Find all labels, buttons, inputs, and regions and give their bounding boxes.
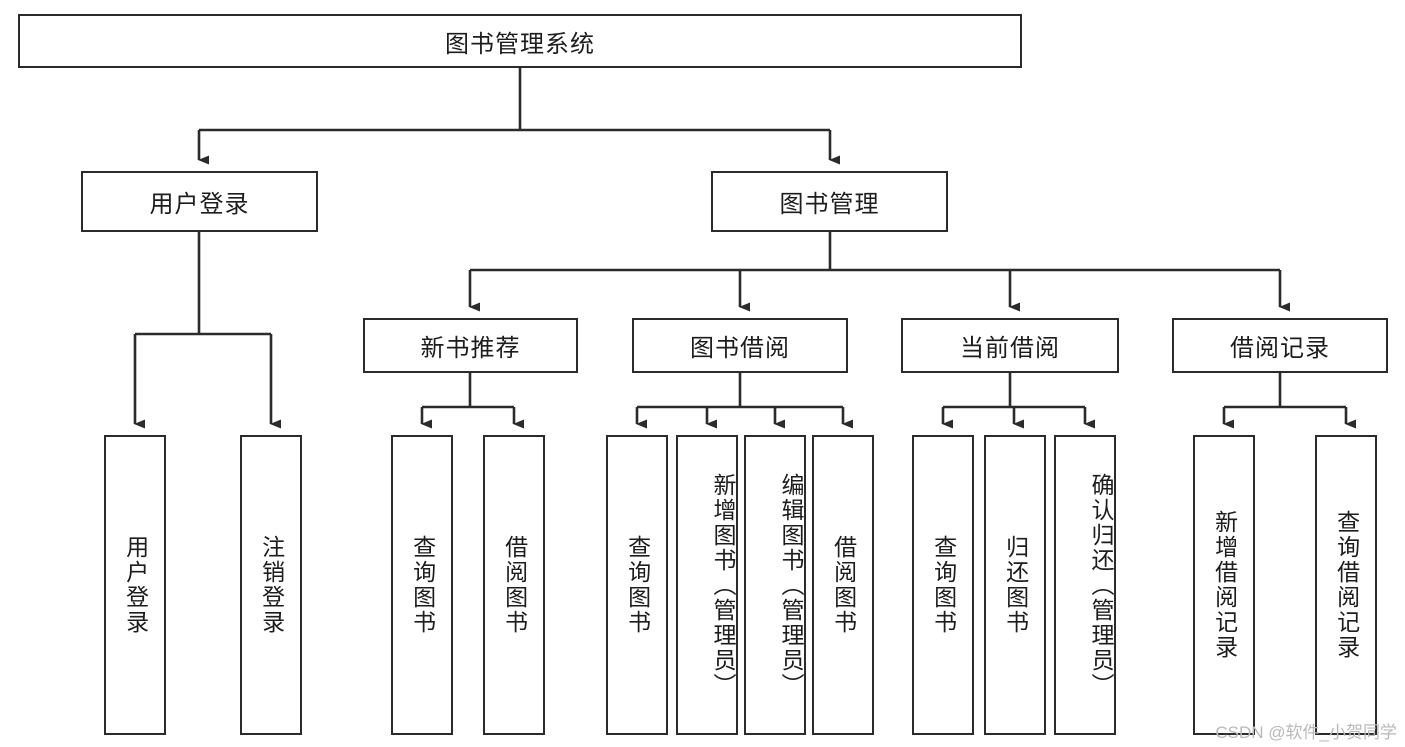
leaf-current-query-book[interactable]: 查询图书 bbox=[912, 435, 974, 735]
node-borrow-records[interactable]: 借阅记录 bbox=[1172, 318, 1388, 373]
leaf-borrow-borrow-book[interactable]: 借阅图书 bbox=[812, 435, 874, 735]
leaf-label: 借阅图书 bbox=[830, 535, 857, 635]
leaf-label: 查询借阅记录 bbox=[1333, 510, 1360, 660]
leaf-label: 借阅图书 bbox=[501, 535, 528, 635]
leaf-label: 查询图书 bbox=[409, 535, 436, 635]
node-user-login[interactable]: 用户登录 bbox=[81, 171, 318, 232]
node-borrow-records-label: 借阅记录 bbox=[1230, 335, 1330, 362]
node-root-label: 图书管理系统 bbox=[445, 30, 595, 58]
leaf-label: 用户登录 bbox=[122, 535, 149, 635]
leaf-new-book-query[interactable]: 查询图书 bbox=[391, 435, 453, 735]
node-new-book-recommend-label: 新书推荐 bbox=[420, 335, 521, 362]
leaf-label: 新增图书（管理员） bbox=[710, 472, 736, 698]
node-book-borrow[interactable]: 图书借阅 bbox=[632, 318, 848, 373]
leaf-new-book-borrow[interactable]: 借阅图书 bbox=[483, 435, 545, 735]
node-book-management-label: 图书管理 bbox=[779, 191, 880, 218]
leaf-current-return-book[interactable]: 归还图书 bbox=[984, 435, 1046, 735]
leaf-label: 编辑图书（管理员） bbox=[778, 472, 804, 698]
node-root[interactable]: 图书管理系统 bbox=[18, 14, 1022, 68]
leaf-current-confirm-return-admin[interactable]: 确认归还（管理员） bbox=[1054, 435, 1116, 735]
leaf-borrow-add-book-admin[interactable]: 新增图书（管理员） bbox=[676, 435, 738, 735]
leaf-borrow-edit-book-admin[interactable]: 编辑图书（管理员） bbox=[744, 435, 806, 735]
node-book-borrow-label: 图书借阅 bbox=[690, 335, 790, 362]
node-current-borrow[interactable]: 当前借阅 bbox=[901, 318, 1119, 373]
node-user-login-label: 用户登录 bbox=[149, 191, 250, 218]
leaf-borrow-query-book[interactable]: 查询图书 bbox=[606, 435, 668, 735]
leaf-records-query-record[interactable]: 查询借阅记录 bbox=[1315, 435, 1377, 735]
leaf-label: 查询图书 bbox=[930, 535, 957, 635]
leaf-user-login-signin[interactable]: 用户登录 bbox=[104, 435, 166, 735]
node-new-book-recommend[interactable]: 新书推荐 bbox=[363, 318, 578, 373]
leaf-label: 注销登录 bbox=[258, 535, 285, 635]
leaf-label: 新增借阅记录 bbox=[1211, 510, 1238, 660]
leaf-label: 查询图书 bbox=[624, 535, 651, 635]
leaf-records-add-record[interactable]: 新增借阅记录 bbox=[1193, 435, 1255, 735]
leaf-label: 归还图书 bbox=[1002, 535, 1029, 635]
leaf-user-login-signout[interactable]: 注销登录 bbox=[240, 435, 302, 735]
leaf-label: 确认归还（管理员） bbox=[1088, 472, 1114, 698]
node-book-management[interactable]: 图书管理 bbox=[711, 171, 948, 232]
node-current-borrow-label: 当前借阅 bbox=[960, 335, 1060, 362]
